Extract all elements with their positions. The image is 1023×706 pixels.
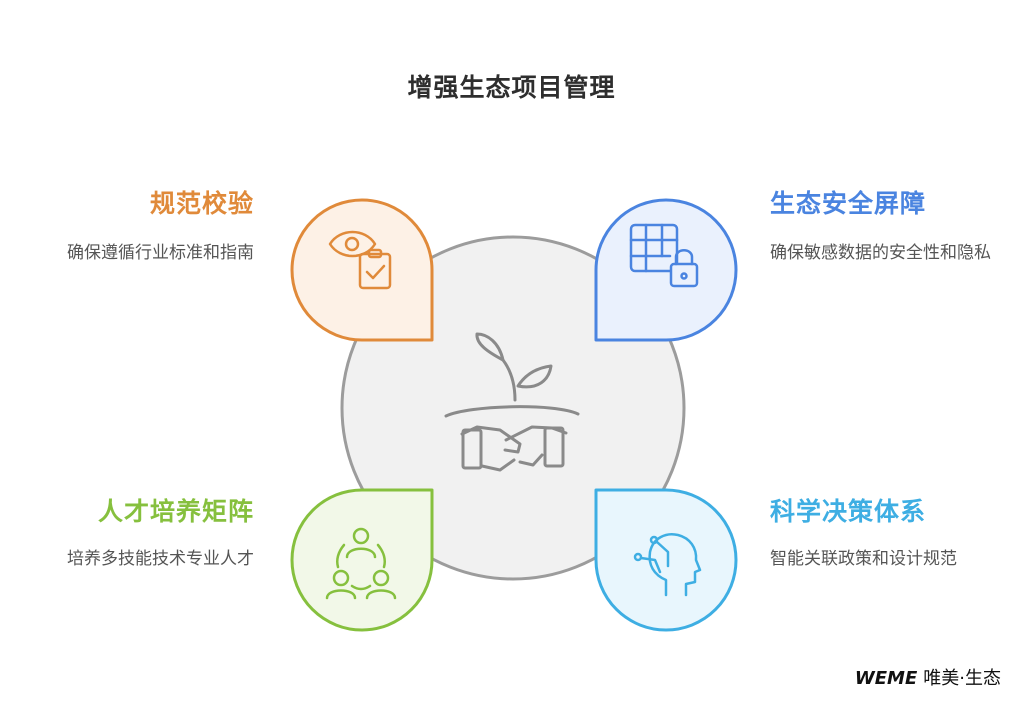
bottom-right-badge <box>594 488 738 632</box>
heading-top-right: 生态安全屏障 <box>770 189 927 218</box>
head-circuit-icon <box>633 533 702 597</box>
eye-clipboard-icon <box>328 230 392 290</box>
watermark-text: 唯美·生态 <box>923 668 1001 689</box>
description-top-left: 确保遵循行业标准和指南 <box>67 243 254 263</box>
page-title: 增强生态项目管理 <box>407 73 616 102</box>
heading-top-left: 规范校验 <box>149 189 254 218</box>
description-top-right: 确保敏感数据的安全性和隐私 <box>770 243 991 263</box>
plant-handshake-icon <box>444 332 580 472</box>
watermark-brand: WEME <box>854 668 918 689</box>
people-network-icon <box>325 527 397 600</box>
grid-lock-icon <box>629 223 699 288</box>
heading-bottom-right: 科学决策体系 <box>770 497 927 526</box>
heading-bottom-left: 人才培养矩阵 <box>97 497 254 526</box>
description-bottom-right: 智能关联政策和设计规范 <box>770 549 957 569</box>
bottom-left-badge <box>290 488 434 632</box>
top-left-badge <box>290 198 434 342</box>
description-bottom-left: 培养多技能技术专业人才 <box>67 549 254 569</box>
